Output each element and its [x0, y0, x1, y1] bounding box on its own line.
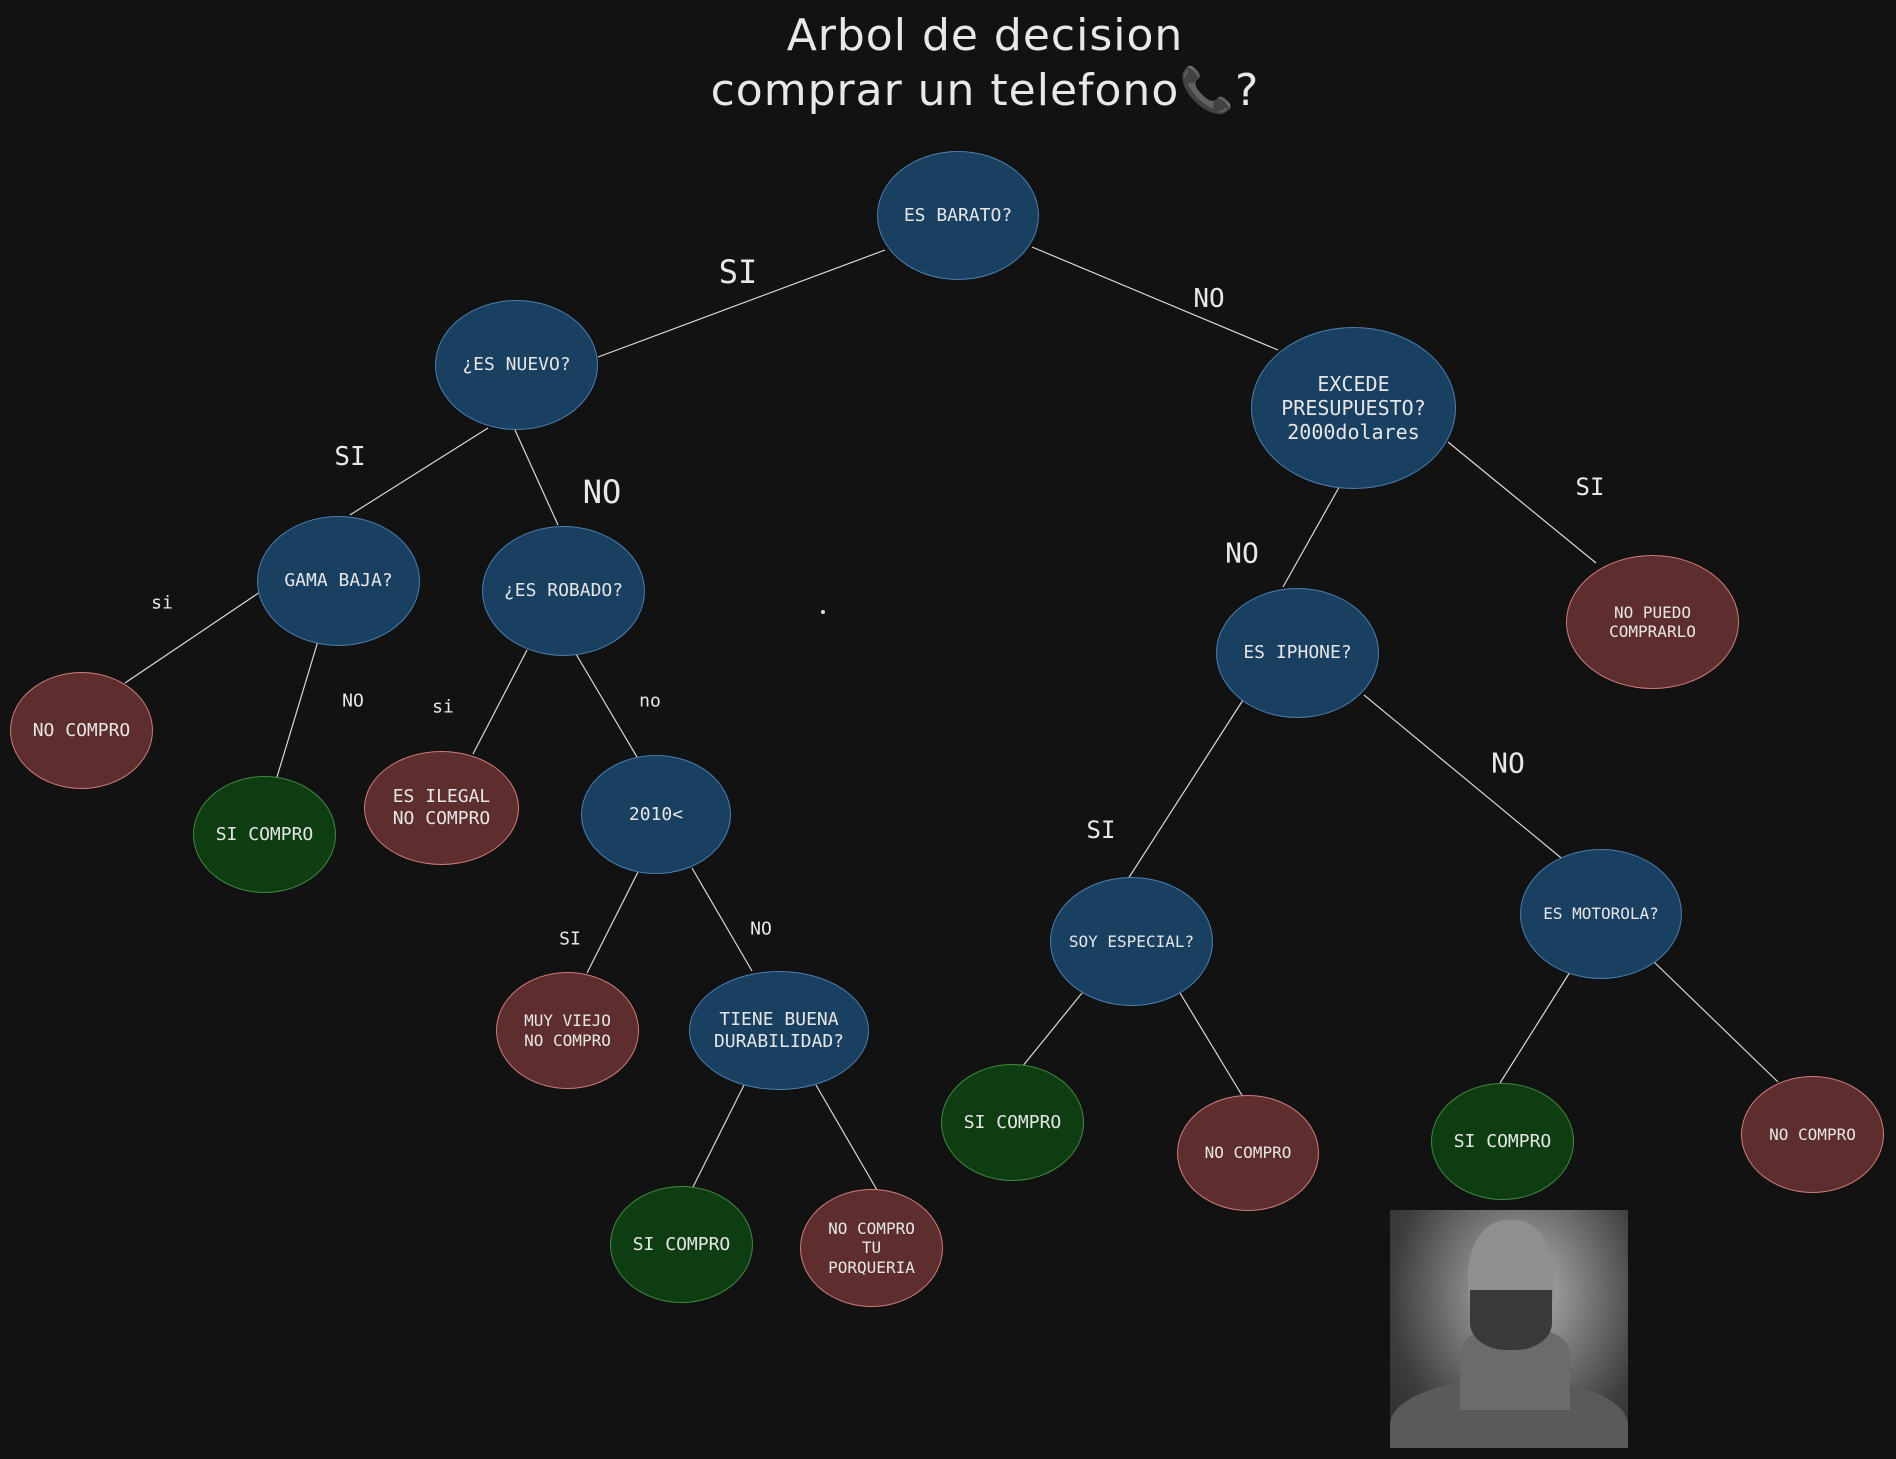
- node-no-compro-1: NO COMPRO: [10, 672, 153, 789]
- label-gama-si: si: [151, 592, 173, 614]
- edge-barato-excede: [1031, 246, 1279, 351]
- label-nuevo-si: SI: [334, 442, 366, 472]
- node-durabilidad: TIENE BUENA DURABILIDAD?: [689, 971, 869, 1090]
- edge-iphone-motorola: [1363, 694, 1567, 863]
- node-es-motorola: ES MOTOROLA?: [1520, 849, 1682, 979]
- title-line-2-text: comprar un telefono: [710, 65, 1180, 116]
- label-robado-si: si: [432, 696, 454, 718]
- node-no-compro-porqueria: NO COMPRO TU PORQUERIA: [800, 1189, 943, 1307]
- edge-nuevo-robado: [514, 429, 559, 526]
- phone-emoji-icon: 📞: [1179, 65, 1236, 116]
- edge-especial-sicompro: [1021, 992, 1083, 1068]
- edge-durabilidad-sicompro: [692, 1084, 745, 1188]
- node-si-compro-4: SI COMPRO: [1431, 1083, 1574, 1200]
- edge-gama-sicompro: [276, 640, 319, 778]
- node-soy-especial: SOY ESPECIAL?: [1050, 877, 1213, 1006]
- node-es-ilegal: ES ILEGAL NO COMPRO: [364, 751, 519, 865]
- edge-motorola-nocompro: [1653, 961, 1779, 1083]
- label-barato-no: NO: [1193, 284, 1225, 314]
- node-es-nuevo: ¿ES NUEVO?: [435, 300, 598, 430]
- edge-especial-nocompro: [1179, 992, 1244, 1098]
- label-robado-no: no: [639, 690, 661, 712]
- edge-robado-2010: [575, 653, 638, 758]
- edge-durabilidad-porqueria: [815, 1084, 878, 1191]
- node-no-compro-3: NO COMPRO: [1177, 1095, 1319, 1211]
- edge-excede-nopuedo: [1447, 441, 1597, 564]
- node-es-barato: ES BARATO?: [877, 151, 1039, 280]
- label-nuevo-no: NO: [582, 473, 622, 511]
- node-2010: 2010<: [581, 755, 731, 874]
- photo-beard: [1470, 1290, 1552, 1350]
- node-es-iphone: ES IPHONE?: [1216, 588, 1379, 718]
- node-si-compro-2: SI COMPRO: [610, 1186, 753, 1303]
- edge-nuevo-gama: [349, 427, 489, 516]
- label-gama-no: NO: [342, 690, 364, 712]
- title-line-2: comprar un telefono📞?: [0, 64, 1896, 116]
- edge-robado-ilegal: [472, 649, 528, 755]
- title-question-mark: ?: [1235, 65, 1260, 116]
- node-si-compro-3: SI COMPRO: [941, 1064, 1084, 1181]
- edge-motorola-sicompro: [1499, 971, 1571, 1084]
- label-iphone-si: SI: [1086, 816, 1116, 844]
- stray-dot: [821, 610, 825, 614]
- node-no-compro-4: NO COMPRO: [1741, 1076, 1884, 1193]
- edge-2010-viejo: [586, 871, 639, 974]
- node-excede-presupuesto: EXCEDE PRESUPUESTO? 2000dolares: [1251, 327, 1456, 489]
- node-si-compro-1: SI COMPRO: [193, 776, 336, 893]
- edge-gama-nocompro: [124, 591, 261, 684]
- title-line-1: Arbol de decision: [786, 10, 1184, 61]
- edge-excede-iphone: [1282, 481, 1343, 588]
- node-gama-baja: GAMA BAJA?: [257, 516, 420, 646]
- label-iphone-no: NO: [1491, 746, 1525, 780]
- label-2010-no: NO: [750, 918, 772, 940]
- node-muy-viejo: MUY VIEJO NO COMPRO: [496, 972, 639, 1089]
- node-es-robado: ¿ES ROBADO?: [482, 526, 645, 656]
- label-excede-no: NO: [1225, 536, 1259, 570]
- edge-barato-nuevo: [597, 249, 886, 358]
- label-barato-si: SI: [718, 253, 758, 291]
- gigachad-meme-photo: [1390, 1210, 1628, 1448]
- edge-iphone-especial: [1127, 699, 1244, 880]
- label-2010-si: SI: [559, 928, 581, 950]
- node-no-puedo-comprarlo: NO PUEDO COMPRARLO: [1566, 555, 1739, 689]
- edge-2010-durabilidad: [691, 867, 753, 972]
- label-excede-si: SI: [1575, 473, 1605, 501]
